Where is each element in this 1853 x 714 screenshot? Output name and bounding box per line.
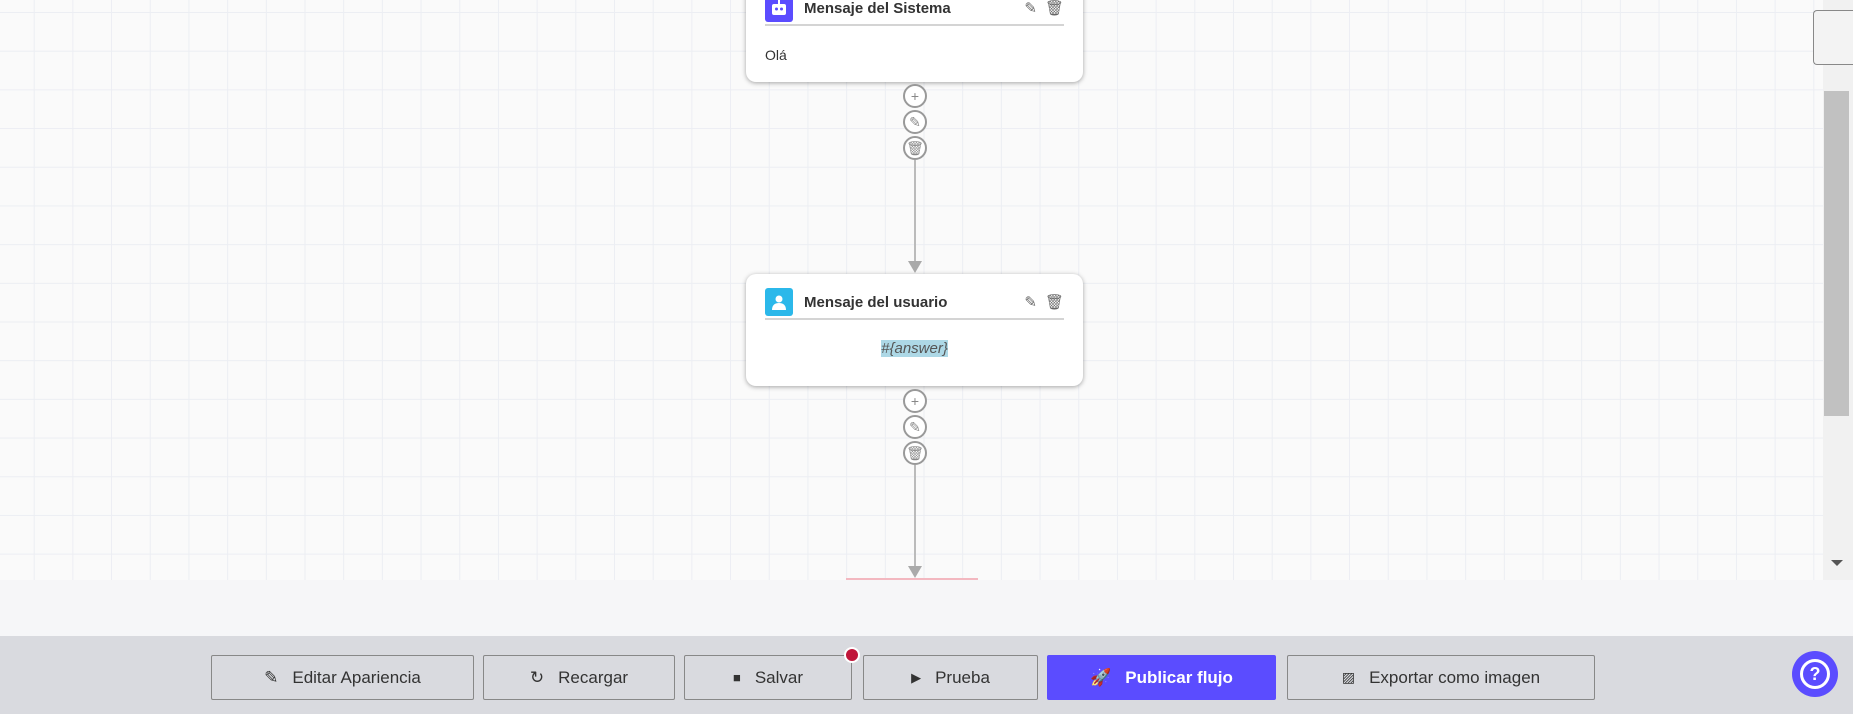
- pencil-icon[interactable]: ✎: [1024, 294, 1037, 311]
- arrow-icon: [908, 261, 922, 273]
- unsaved-indicator: [844, 647, 860, 663]
- user-icon: [765, 288, 793, 316]
- node-system-message[interactable]: Mensaje del Sistema ✎ 🗑 Olá: [746, 0, 1083, 82]
- scrollbar[interactable]: [1813, 0, 1853, 580]
- rocket-icon: 🚀: [1090, 667, 1112, 687]
- minimap-toggle[interactable]: [1813, 10, 1853, 65]
- image-icon: ▨: [1341, 669, 1356, 685]
- connector-line: [914, 465, 916, 570]
- node-user-message[interactable]: Mensaje del usuario ✎ 🗑 #{answer}: [746, 274, 1083, 386]
- node-title: Mensaje del usuario: [804, 293, 948, 311]
- edit-connection-button[interactable]: ✎: [903, 415, 927, 439]
- question-icon: ?: [1800, 659, 1830, 689]
- button-label: Prueba: [935, 667, 990, 687]
- button-label: Publicar flujo: [1125, 667, 1233, 687]
- next-node-edge[interactable]: [846, 578, 978, 580]
- node-title: Mensaje del Sistema: [804, 0, 951, 17]
- flow-canvas[interactable]: Mensaje del Sistema ✎ 🗑 Olá + ✎ 🗑 Mensaj…: [0, 0, 1823, 580]
- pencil-icon[interactable]: ✎: [1024, 0, 1037, 17]
- robot-icon: [765, 0, 793, 22]
- button-label: Editar Apariencia: [292, 667, 421, 687]
- connector-line: [914, 160, 916, 262]
- button-label: Salvar: [754, 667, 804, 687]
- edit-icon: ✎: [264, 667, 279, 687]
- save-button[interactable]: ■ Salvar: [684, 655, 852, 700]
- trash-icon[interactable]: 🗑: [1044, 294, 1064, 311]
- delete-connection-button[interactable]: 🗑: [903, 136, 927, 160]
- add-node-button[interactable]: +: [903, 389, 927, 413]
- button-label: Recargar: [558, 667, 629, 687]
- edit-appearance-button[interactable]: ✎ Editar Apariencia: [211, 655, 474, 700]
- button-label: Exportar como imagen: [1369, 667, 1541, 687]
- scroll-down-icon[interactable]: [1831, 560, 1843, 566]
- refresh-icon: ↻: [529, 667, 545, 687]
- export-image-button[interactable]: ▨ Exportar como imagen: [1287, 655, 1595, 700]
- node-body: Olá: [765, 47, 787, 63]
- arrow-icon: [908, 566, 922, 578]
- save-icon: ■: [732, 670, 741, 685]
- bottom-toolbar: ✎ Editar Apariencia ↻ Recargar ■ Salvar ▶ Pr…: [0, 636, 1853, 714]
- play-icon: ▶: [911, 669, 922, 685]
- trash-icon[interactable]: 🗑: [1044, 0, 1064, 17]
- test-button[interactable]: ▶ Prueba: [863, 655, 1038, 700]
- scrollbar-thumb[interactable]: [1824, 91, 1849, 416]
- publish-flow-button[interactable]: 🚀 Publicar flujo: [1047, 655, 1276, 700]
- add-node-button[interactable]: +: [903, 84, 927, 108]
- node-body: #{answer}: [881, 340, 948, 357]
- edit-connection-button[interactable]: ✎: [903, 110, 927, 134]
- reload-button[interactable]: ↻ Recargar: [483, 655, 675, 700]
- help-button[interactable]: ?: [1792, 651, 1838, 697]
- delete-connection-button[interactable]: 🗑: [903, 441, 927, 465]
